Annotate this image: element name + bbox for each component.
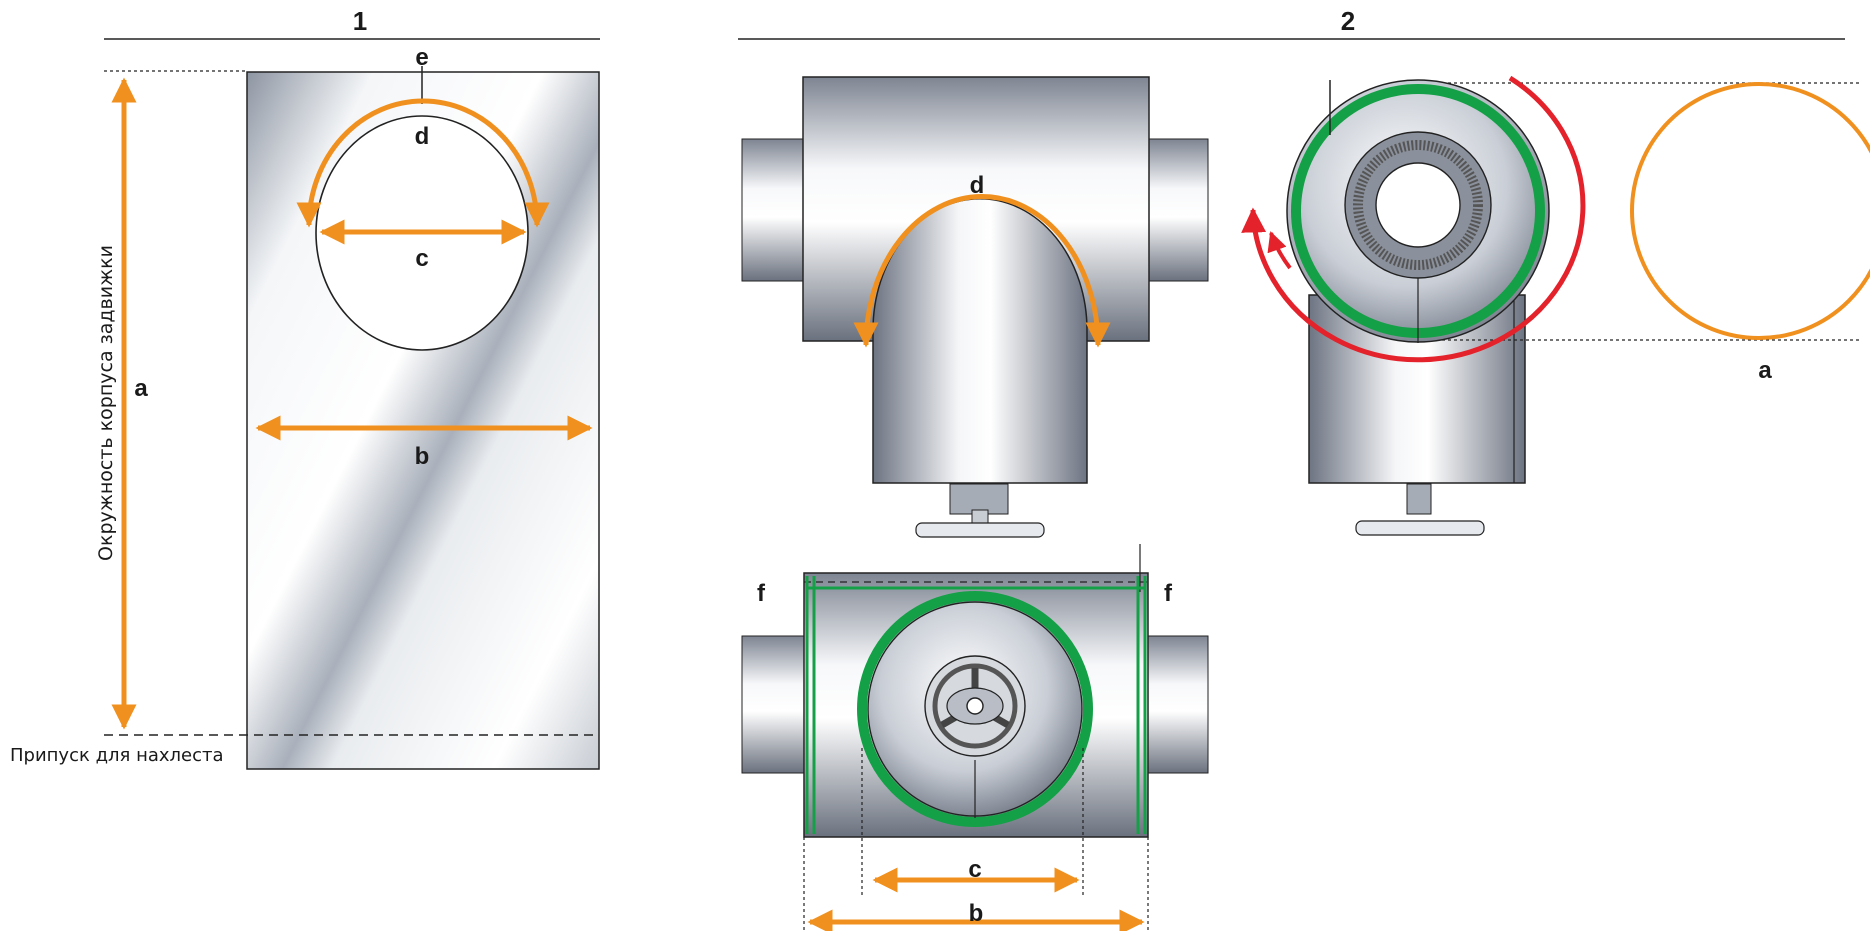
label-c: c: [415, 245, 428, 272]
front-arc-d-arrow: [853, 193, 1111, 348]
vertical-caption: Окружность корпуса задвижки: [95, 245, 117, 561]
side-rotation-arrow-outer: [1241, 75, 1586, 363]
side-pipe-bore: [1375, 162, 1461, 248]
overlap-caption: Припуск для нахлеста: [10, 745, 224, 766]
valve-side-view: a: [1241, 75, 1870, 536]
label-d: d: [415, 123, 430, 150]
top-label-b: b: [969, 900, 984, 927]
front-handwheel: [915, 522, 1045, 538]
side-rotation-arrow-inner: [1267, 231, 1292, 270]
panel-1: 1 e d c b a Окружность корпуса задвижки …: [10, 6, 600, 770]
top-label-f-right: f: [1164, 580, 1173, 607]
top-left-pipe: [741, 635, 805, 774]
front-stem-block: [949, 483, 1009, 515]
side-handwheel: [1355, 520, 1485, 536]
top-handwheel-hub: [966, 697, 984, 715]
valve-front-view: d: [741, 76, 1209, 538]
panel-2: 2 d: [738, 6, 1870, 931]
top-label-c: c: [968, 856, 981, 883]
label-e: e: [415, 44, 428, 71]
top-right-pipe: [1147, 635, 1209, 774]
top-handwheel-rim: [932, 663, 1018, 749]
front-branch: [872, 198, 1088, 484]
arc-d-arrow: [296, 98, 550, 228]
side-stem-block: [1406, 483, 1432, 515]
side-label-a: a: [1758, 357, 1772, 384]
top-label-f-left: f: [757, 580, 766, 607]
side-flange-texture: [1353, 140, 1483, 270]
panel-2-number: 2: [1341, 6, 1355, 36]
wrap-circle-a: [1630, 82, 1870, 340]
front-label-d: d: [970, 172, 985, 199]
label-a: a: [134, 375, 148, 402]
top-green-wrap: [857, 591, 1093, 827]
front-left-pipe: [741, 138, 805, 282]
label-b: b: [415, 443, 430, 470]
valve-top-view: f f c b: [741, 544, 1209, 931]
panel-1-number: 1: [353, 6, 367, 36]
front-right-pipe: [1147, 138, 1209, 282]
